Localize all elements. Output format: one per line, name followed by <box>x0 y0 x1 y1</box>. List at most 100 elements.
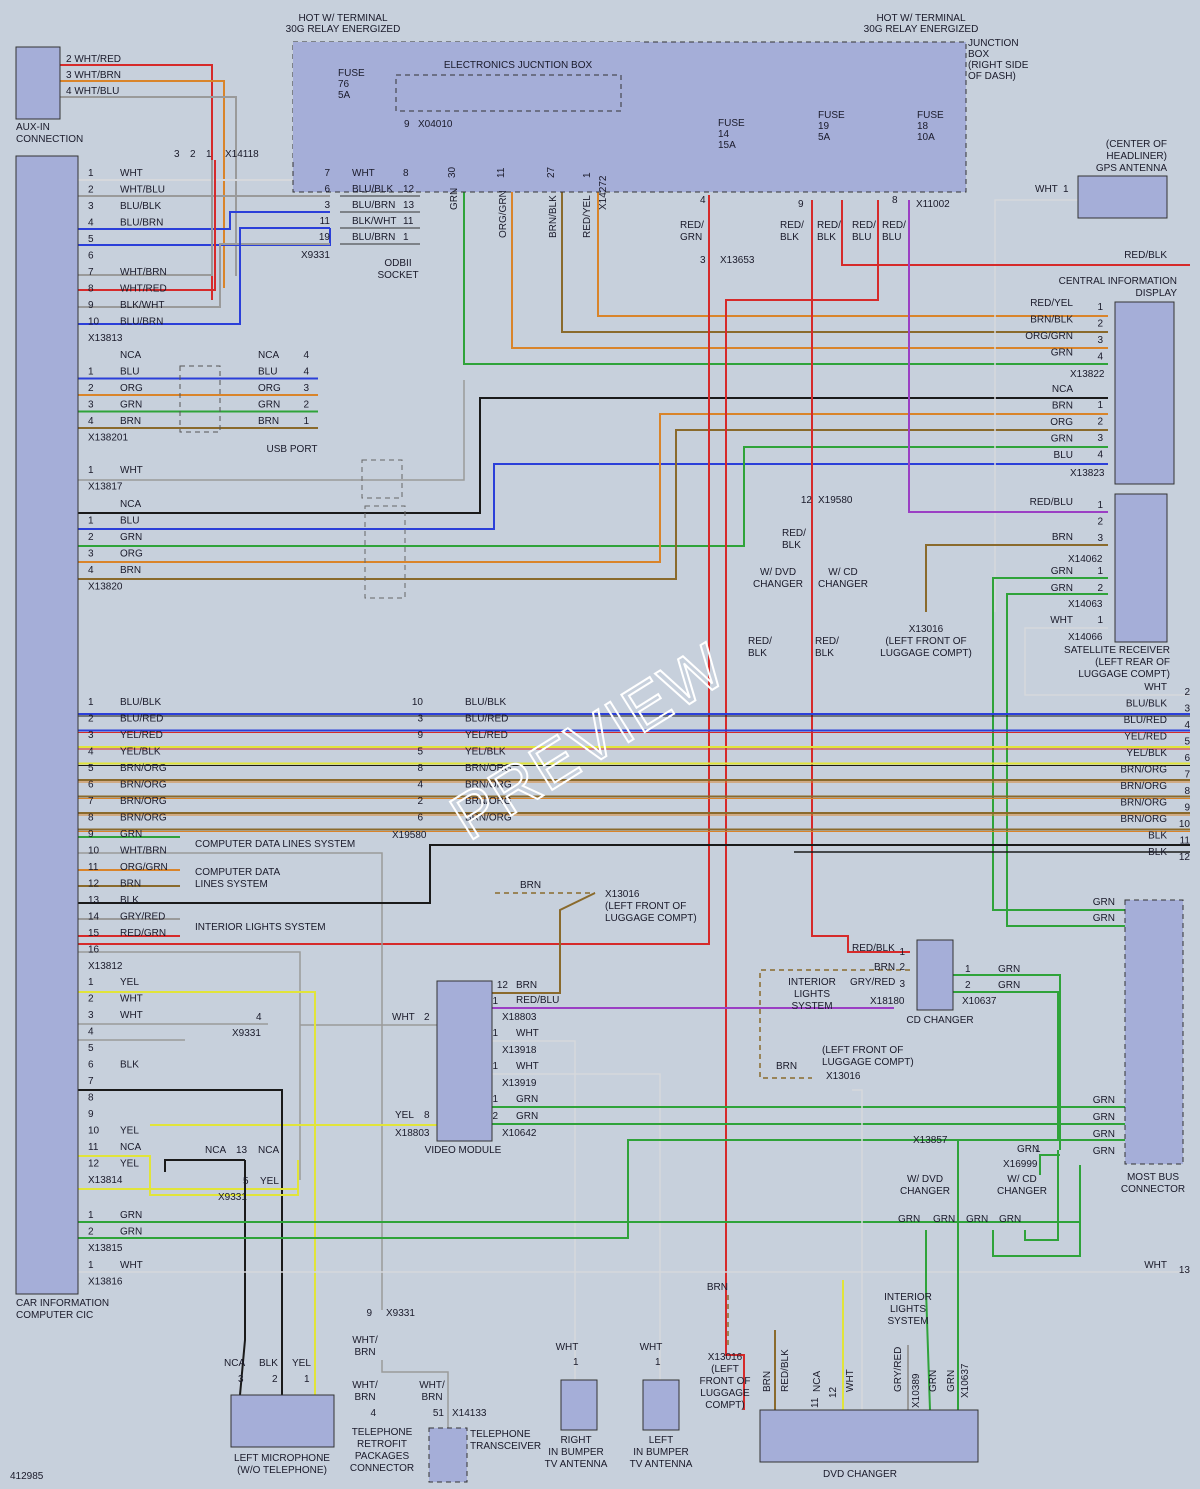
cic-pin-color-X138201-0: NCA <box>120 350 141 361</box>
right-pin-10: 12 <box>1179 852 1191 863</box>
conn-x11002: X11002 <box>916 199 950 210</box>
odbii-pin-l-11: 11 <box>320 216 331 227</box>
cic-pin-X13814-11: 11 <box>88 1142 99 1153</box>
x13814-nca-2: NCA <box>258 1145 279 1156</box>
odbii-pin-r-11: 11 <box>403 216 414 227</box>
conn-x10637-dvd: X10637 <box>960 1363 971 1398</box>
cic-pin-color-X13814-11: YEL <box>120 1159 139 1170</box>
most-grn-top-1: GRN <box>1093 897 1115 908</box>
conn-x13820: X13820 <box>88 582 123 593</box>
conn-x9331-mic: X9331 <box>232 1028 261 1039</box>
cid2-pin-2: 2 <box>1097 417 1103 428</box>
cd-r-grn-1: GRN <box>998 964 1020 975</box>
ground-x13016-c2: X13016 <box>826 1071 861 1082</box>
aux-pin-3: 3 WHT/BRN <box>66 70 121 81</box>
odbii-color-0: WHT <box>352 168 375 179</box>
right-pin-8: 10 <box>1179 819 1191 830</box>
bus-mid-color-3: YEL/BLK <box>465 747 506 758</box>
cid1-color-0: RED/YEL <box>1030 298 1073 309</box>
video-pin-c1: 1 <box>492 1061 498 1072</box>
cic-pin-color-X13814-5: BLK <box>120 1060 139 1071</box>
ground-brn-label: BRN <box>520 880 541 891</box>
usb-pin-0: 4 <box>303 350 309 361</box>
odbii-color-3: BLK/WHT <box>352 216 396 227</box>
conn-x13919: X13919 <box>502 1078 537 1089</box>
ejb-pin-30: 30 <box>447 166 458 178</box>
wire-brnblk <box>561 180 1108 333</box>
cic-pin-X13814-7: 7 <box>88 1076 94 1087</box>
aux-pin-2: 2 WHT/RED <box>66 54 121 65</box>
cid2-pin-4: 4 <box>1097 450 1103 461</box>
cic-pin-X13812-16: 16 <box>88 945 100 956</box>
cic-pin-color-X138201-2: ORG <box>120 383 143 394</box>
conn-x13918: X13918 <box>502 1045 537 1056</box>
video-yel-left: YEL <box>395 1110 414 1121</box>
bus-mid-pin-1: 3 <box>417 714 423 725</box>
split-grn-1: GRN <box>898 1214 920 1225</box>
wire-x13814-6 <box>78 1089 283 1395</box>
wire-video-brn <box>492 892 596 994</box>
bus-mid-color-2: YEL/RED <box>465 730 508 741</box>
usb-pin-4: 1 <box>303 416 309 427</box>
cd-changer-module <box>916 939 954 1011</box>
conn-x13817: X13817 <box>88 482 123 493</box>
cic-pin-color-X13815-0: GRN <box>120 1210 142 1221</box>
dvd-color-1: RED/BLK <box>780 1349 791 1392</box>
cid1-pin-0: 1 <box>1097 302 1103 313</box>
wire-x13813-10 <box>78 227 330 325</box>
cic-pin-X138201-2: 2 <box>88 383 94 394</box>
cic-pin-X13812-8: 8 <box>88 813 94 824</box>
cic-pin-color-X13812-0: BLU/BLK <box>120 697 161 708</box>
dvd-changer-label: DVD CHANGER <box>823 1469 897 1480</box>
wire-mic-nca <box>239 1160 246 1396</box>
cic-pin-color-X13812-9: WHT/BRN <box>120 846 167 857</box>
wire-x13815-2 <box>78 1139 1125 1239</box>
wire-x13813-9 <box>78 243 330 308</box>
cid1-pin-2: 3 <box>1097 335 1103 346</box>
wire-x13820-blu <box>78 463 1108 530</box>
x19580-color: RED/BLK <box>782 528 806 551</box>
cd-r-pin-2: 2 <box>965 980 971 991</box>
wire-x16999 <box>1039 1154 1060 1175</box>
x16999-grn: GRN <box>1017 1144 1039 1155</box>
right-pin-1: 3 <box>1184 704 1190 715</box>
cic-pin-X13814-10: 10 <box>88 1126 100 1137</box>
video-wht-2: WHT <box>516 1061 539 1072</box>
aux-pin-4: 4 WHT/BLU <box>66 86 119 97</box>
cic-pin-color-X13812-10: ORG/GRN <box>120 862 168 873</box>
aux-wire-4 <box>60 96 237 276</box>
tel-pin-9: 9 <box>366 1308 372 1319</box>
odbii-pin-l-7: 7 <box>324 168 330 179</box>
most-grn-2: GRN <box>1093 1129 1115 1140</box>
cic-pin-color-X13814-1: WHT <box>120 994 143 1005</box>
usb-color-3: GRN <box>258 400 280 411</box>
right-pin-5: 7 <box>1184 770 1190 781</box>
conn-x18803-b: X18803 <box>395 1128 430 1139</box>
cic-pin-X13812-3: 3 <box>88 730 94 741</box>
usb-label: USB PORT <box>267 444 318 455</box>
bus-mid-color-4: BRN/ORG <box>465 763 512 774</box>
right-pin-4: 6 <box>1184 753 1190 764</box>
cic-pin-X13813-7: 7 <box>88 267 94 278</box>
fuse18-color-a: RED/BLU <box>852 220 876 243</box>
aux-x14118-2: 2 <box>190 149 196 160</box>
cic-pin-X13814-9: 9 <box>88 1109 94 1120</box>
mic-pin-2: 2 <box>272 1374 278 1385</box>
cd-pin-2: 2 <box>899 962 905 973</box>
cic-pin-X138201-3: 3 <box>88 400 94 411</box>
right-color-7: BRN/ORG <box>1120 798 1167 809</box>
cic-pin-X13812-12: 12 <box>88 879 100 890</box>
wire-x13820-brn <box>78 429 1108 580</box>
cic-pin-color-X13812-6: BRN/ORG <box>120 796 167 807</box>
cic-pin-X13820-3: 3 <box>88 549 94 560</box>
cid1-color-1: BRN/BLK <box>1030 315 1073 326</box>
